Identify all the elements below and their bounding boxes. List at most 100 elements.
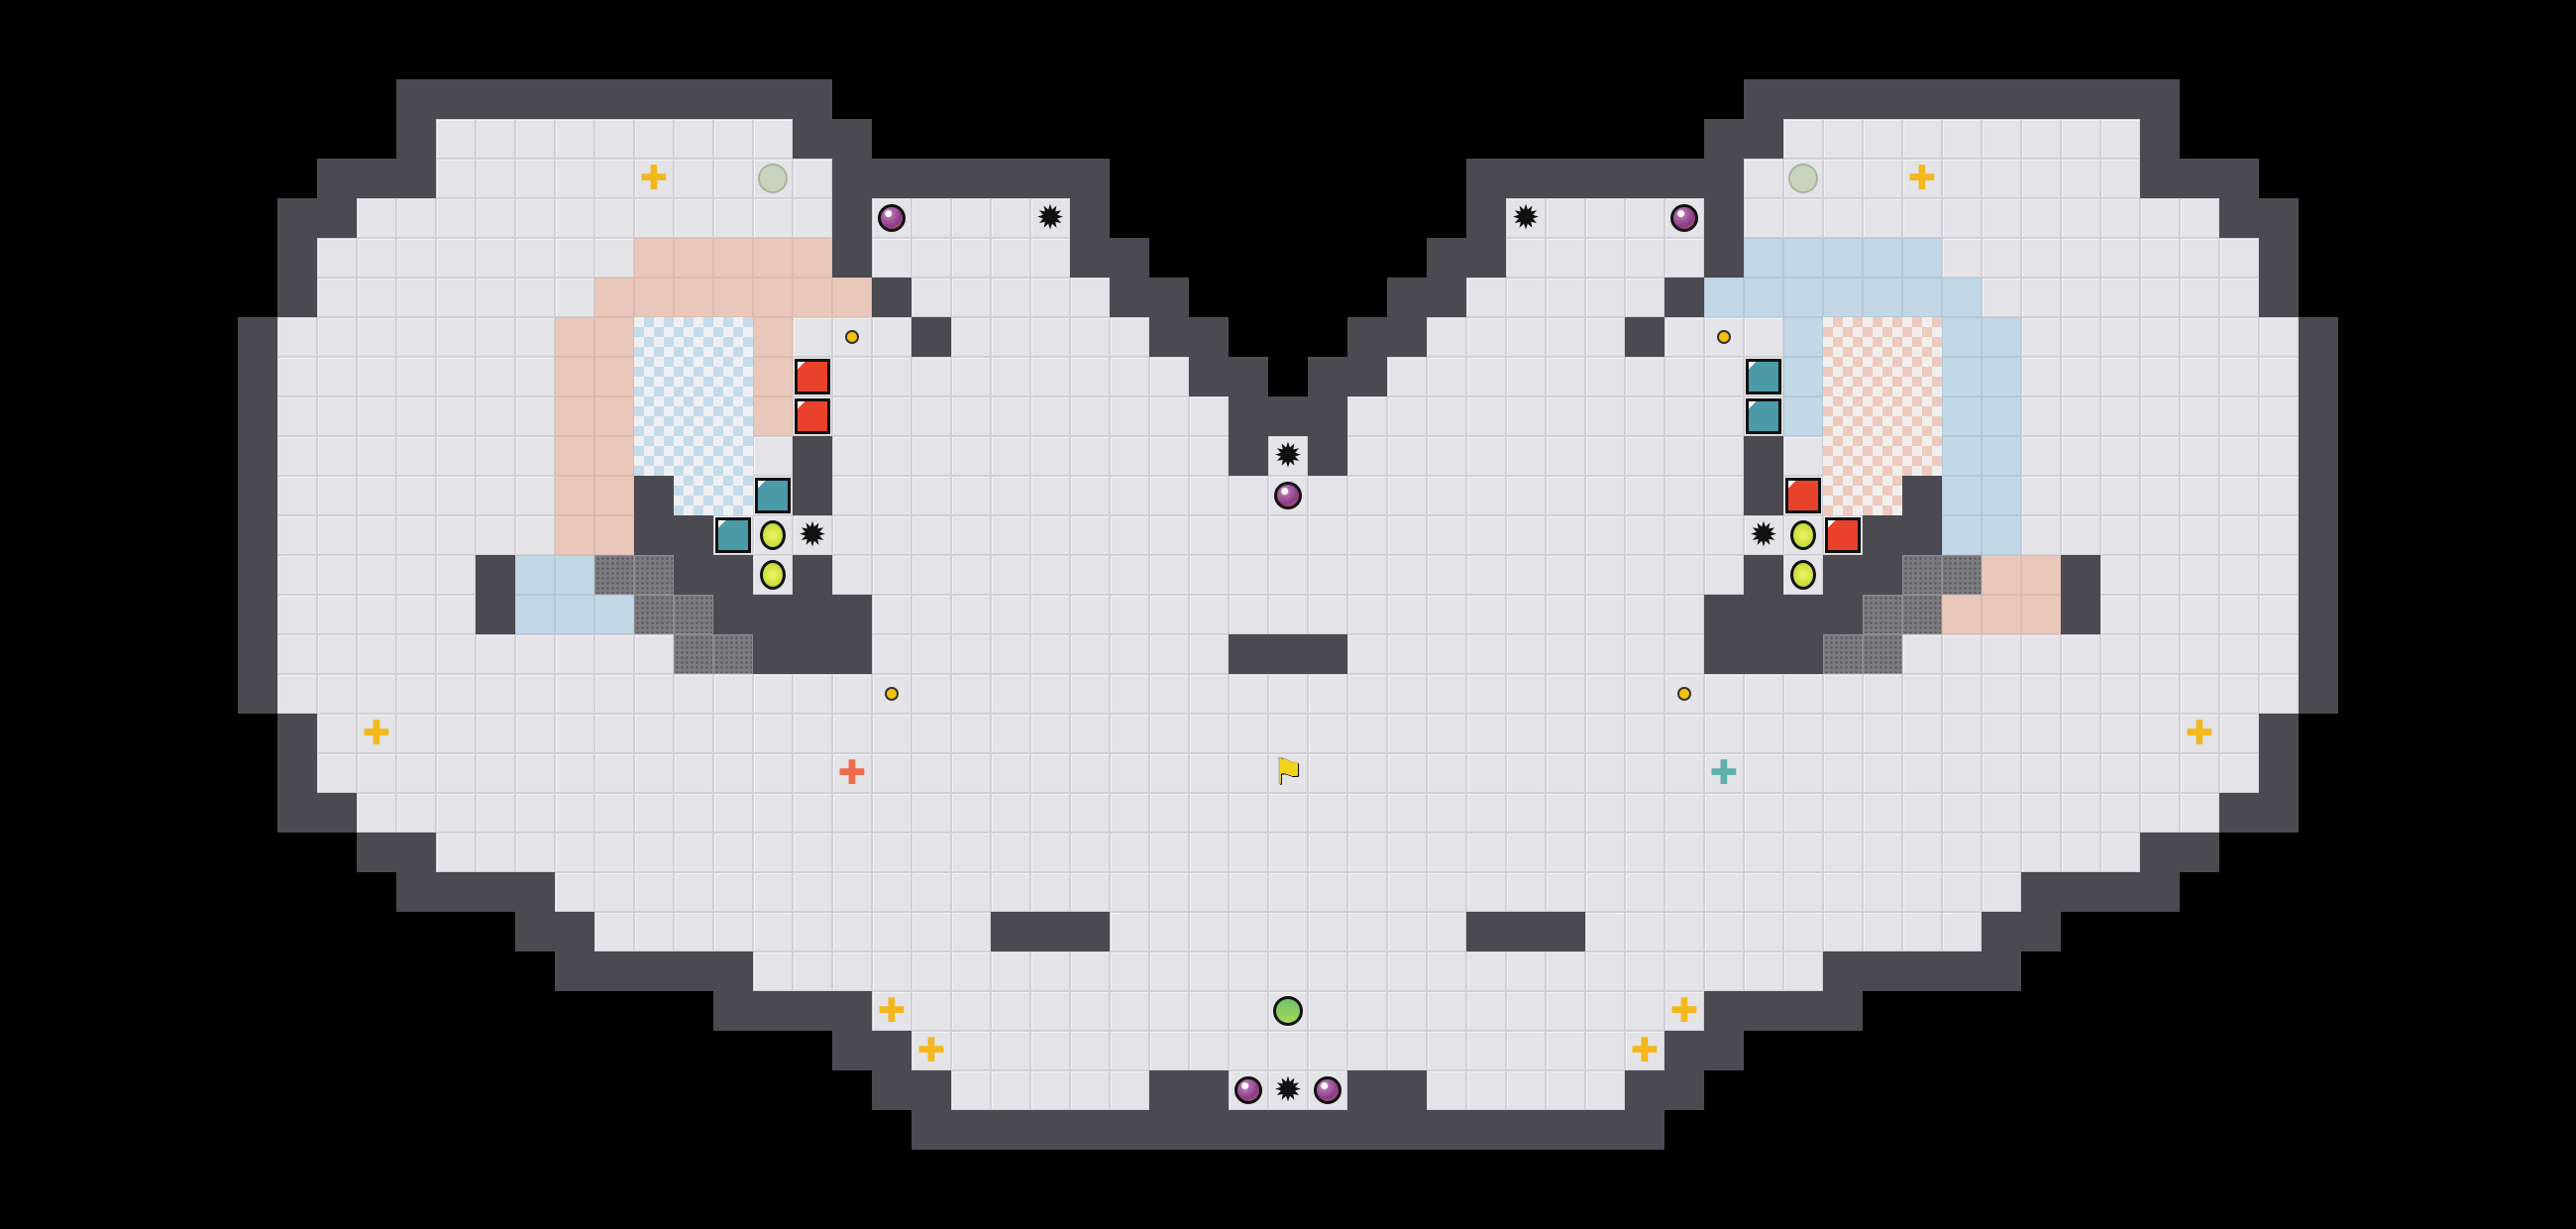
floor-tile <box>1308 515 1347 555</box>
boost-icon: ✚ <box>872 991 912 1031</box>
floor-tile <box>1030 198 1070 238</box>
floor-tile <box>1585 674 1625 714</box>
floor-tile <box>317 317 357 357</box>
floor-tile <box>1585 476 1625 515</box>
floor-tile <box>1625 714 1664 753</box>
floor-tile <box>2259 634 2299 674</box>
floor-tile <box>634 119 674 159</box>
floor-tile <box>1268 555 1308 595</box>
floor-tile <box>2219 317 2259 357</box>
red-checker-tile <box>1863 436 1902 476</box>
floor-tile <box>2100 714 2140 753</box>
boost-icon-glyph: ✚ <box>1669 991 1699 1031</box>
wall-tile <box>1506 159 1546 198</box>
floor-tile <box>1387 515 1427 555</box>
floor-tile <box>872 912 912 951</box>
floor-tile <box>1704 793 1744 833</box>
floor-tile <box>2259 317 2299 357</box>
floor-tile <box>2180 753 2219 793</box>
wall-tile <box>515 912 555 951</box>
red-zone-tile <box>753 238 793 278</box>
floor-tile <box>1427 872 1466 912</box>
token-icon <box>832 317 872 357</box>
floor-tile <box>912 357 951 396</box>
wall-tile <box>1308 357 1347 396</box>
floor-tile <box>634 714 674 753</box>
floor-tile <box>277 674 317 714</box>
floor-tile <box>1942 793 1982 833</box>
floor-tile <box>2021 515 2061 555</box>
wall-tile <box>832 238 872 278</box>
floor-tile <box>1427 595 1466 634</box>
blue-zone-tile <box>1902 278 1942 317</box>
wall-tile <box>1664 1070 1704 1110</box>
floor-tile <box>1427 753 1466 793</box>
floor-tile <box>2021 674 2061 714</box>
wall-tile <box>1387 317 1427 357</box>
floor-tile <box>1546 833 1585 872</box>
floor-tile <box>1229 912 1268 951</box>
floor-tile <box>1189 515 1229 555</box>
floor-tile <box>793 198 832 238</box>
red-zone-tile <box>793 278 832 317</box>
wall-tile <box>2259 714 2299 753</box>
floor-tile <box>1466 555 1506 595</box>
wall-tile <box>1070 159 1110 198</box>
wall-tile <box>1149 1070 1189 1110</box>
wall-tile <box>1308 436 1347 476</box>
red-zone-tile <box>674 238 713 278</box>
bomb-icon <box>1664 198 1704 238</box>
floor-tile <box>1347 634 1387 674</box>
floor-tile <box>396 357 436 396</box>
blue-zone-tile <box>1863 238 1902 278</box>
wall-tile <box>674 555 713 595</box>
floor-tile <box>515 674 555 714</box>
floor-tile <box>594 753 634 793</box>
wall-tile <box>277 238 317 278</box>
wall-tile <box>396 159 436 198</box>
floor-tile <box>1863 198 1902 238</box>
floor-tile <box>1506 436 1546 476</box>
floor-tile <box>1189 833 1229 872</box>
floor-tile <box>396 714 436 753</box>
floor-tile <box>1506 753 1546 793</box>
wall-tile <box>515 872 555 912</box>
gate-icon <box>793 357 832 396</box>
blue-checker-tile <box>634 436 674 476</box>
floor-tile <box>2180 396 2219 436</box>
floor-tile <box>2100 357 2140 396</box>
floor-tile <box>1030 396 1070 436</box>
floor-tile <box>1585 396 1625 436</box>
floor-tile <box>912 436 951 476</box>
floor-tile <box>1466 951 1506 991</box>
floor-tile <box>1110 436 1149 476</box>
floor-tile <box>396 674 436 714</box>
spike-icon-glyph: ✹ <box>1273 1070 1303 1110</box>
token-icon-glyph <box>845 330 859 344</box>
floor-tile <box>2021 396 2061 436</box>
red-checker-tile <box>1823 317 1863 357</box>
blue-checker-tile <box>634 317 674 357</box>
wall-tile <box>1823 951 1863 991</box>
wall-tile <box>476 79 515 119</box>
wall-tile <box>1387 1070 1427 1110</box>
floor-tile <box>2140 634 2180 674</box>
floor-tile <box>2021 793 2061 833</box>
floor-tile <box>1982 634 2021 674</box>
floor-tile <box>317 278 357 317</box>
gate-icon <box>1744 357 1783 396</box>
floor-tile <box>476 238 515 278</box>
floor-tile <box>1585 595 1625 634</box>
floor-tile <box>1070 951 1110 991</box>
floor-tile <box>1070 872 1110 912</box>
wall-tile <box>1783 595 1823 634</box>
floor-tile <box>1585 991 1625 1031</box>
floor-tile <box>1030 793 1070 833</box>
floor-tile <box>1347 515 1387 555</box>
floor-tile <box>1506 396 1546 436</box>
wall-tile <box>1229 1110 1268 1150</box>
floor-tile <box>515 278 555 317</box>
floor-tile <box>1229 793 1268 833</box>
floor-tile <box>396 278 436 317</box>
floor-tile <box>1466 634 1506 674</box>
